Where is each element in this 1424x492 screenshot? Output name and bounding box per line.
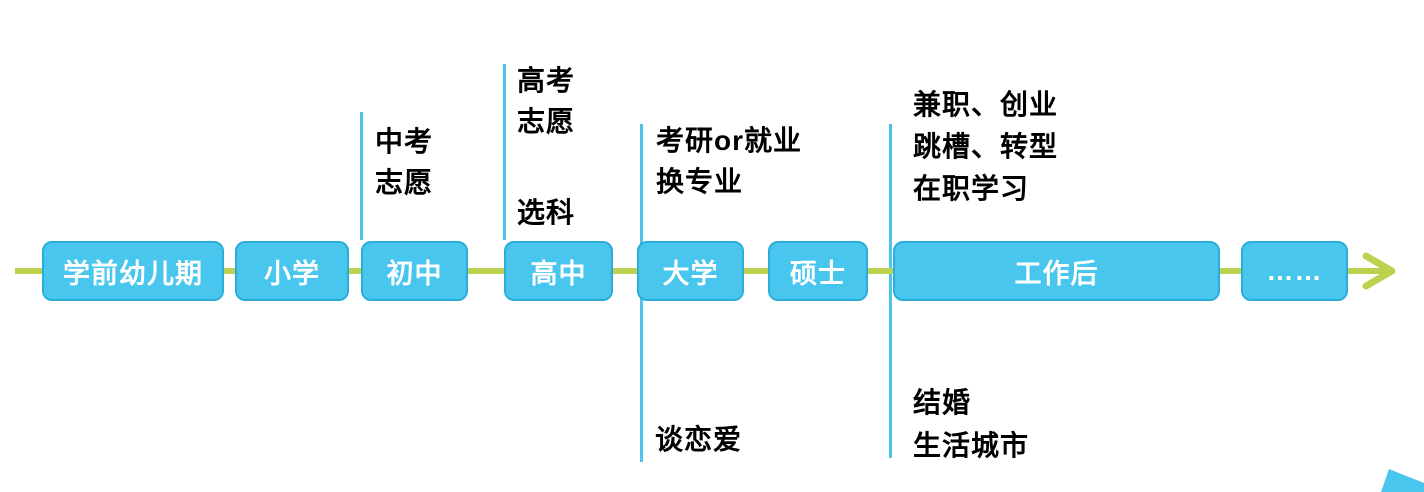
stage-label-work: 工作后 [1014, 258, 1099, 289]
stage-box-preschool: 学前幼儿期 [42, 241, 224, 301]
annotation-gaokao: 高考 志愿 [517, 65, 576, 137]
stage-label-university: 大学 [662, 258, 719, 289]
annotation-marriage: 结婚 生活城市 [913, 387, 1030, 461]
corner-triangle-icon [1381, 469, 1424, 492]
stage-box-primary: 小学 [235, 241, 349, 301]
stage-box-master: 硕士 [768, 241, 868, 301]
stage-label-etc: …… [1266, 255, 1323, 286]
stage-box-senior: 高中 [504, 241, 613, 301]
annotation-xuanke: 选科 [517, 197, 576, 228]
arrow-right-icon [1362, 252, 1396, 290]
stage-box-junior: 初中 [361, 241, 468, 301]
stage-label-primary: 小学 [264, 258, 320, 289]
stage-box-work: 工作后 [893, 241, 1220, 301]
stage-label-preschool: 学前幼儿期 [63, 258, 203, 289]
annotation-love: 谈恋爱 [655, 424, 743, 455]
stage-box-university: 大学 [637, 241, 744, 301]
annotation-zhongkao: 中考 志愿 [375, 126, 434, 198]
stage-label-senior: 高中 [530, 258, 587, 289]
annotation-career: 兼职、创业 跳槽、转型 在职学习 [913, 89, 1059, 204]
stage-box-etc: …… [1241, 241, 1348, 301]
stage-label-master: 硕士 [790, 258, 846, 289]
annotation-kaoyan: 考研or就业 换专业 [656, 125, 803, 197]
stage-label-junior: 初中 [386, 258, 443, 289]
